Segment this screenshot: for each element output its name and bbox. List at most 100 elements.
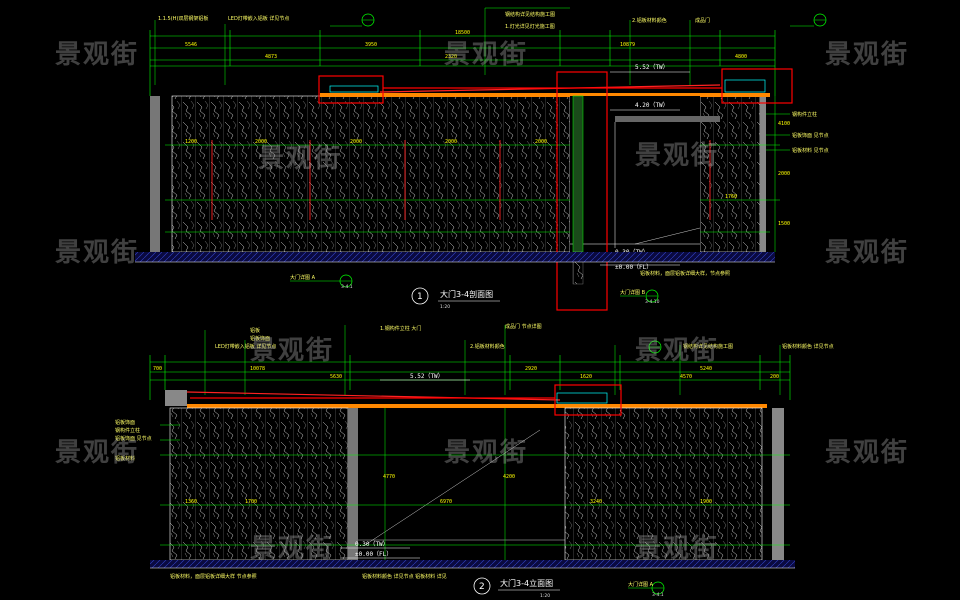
top-dimension-chain [149,30,776,96]
gate-column [572,95,584,253]
right-notes: 钢构件立柱 铝板饰面 见节点 铝板材料 见节点 [766,111,829,154]
note2-left-4: 铝板材料 [115,455,135,462]
level-1d: ±0.00（FL） [615,264,652,271]
dim-top-5: 18500 [455,30,470,36]
right-dimension-chain [770,96,780,252]
note2-top-7: 钢结构详见结构施工图 [683,343,733,350]
bottom-note-1: 铝板材料，面层铝板详细大样，节点参照 [640,270,730,277]
led-box-left [329,85,379,93]
ground-line-1 [135,252,775,262]
note2-top-3: LED灯带嵌入铝板 详见节点 [215,343,276,350]
dim2-top-5: 1620 [580,374,592,380]
callout2-br-text: 大门详图 A [628,581,654,588]
dim-right-2: 2000 [778,171,790,177]
vertical-markers [211,140,711,220]
panel2-dim-4: 3240 [590,499,602,505]
note-right-2: 铝板饰面 见节点 [792,132,829,139]
gate-opening [570,96,720,252]
highlight-boxes-2 [190,384,622,416]
pier-2-right [772,408,784,560]
left-notes-2: 铝板饰面 钢构件立柱 铝板饰面 见节点 铝板材料 [115,419,180,462]
note2-top-1: 铝板 [250,327,260,334]
dim2-top-7: 5240 [700,366,712,372]
callout-br-ref: 3-4.10 [645,299,660,305]
level-markers-2: 5.52（TW） 0.30（TW） ±0.00（FL） [340,373,470,559]
level-2c: ±0.00（FL） [355,551,392,558]
left-pier [150,96,160,252]
panel-dim-4: 2000 [445,139,457,145]
callout-bottom-right[interactable]: 大门详图 B 3-4.10 [620,289,660,305]
stone-wall-2-left [169,407,349,561]
pier-2-mid [348,408,358,560]
note-top-1: 1.1.5(H)双层钢架铝板 [158,15,208,22]
callout-bubble-2-top[interactable] [648,340,662,354]
dim-top-6: 10879 [620,42,635,48]
callout-bubble-top-right[interactable] [790,13,827,27]
callout-bl-text: 大门详图 A [290,274,316,281]
right-pier [760,96,766,252]
panel-dim-texts-2: 1360 1700 6970 3240 1900 4770 4200 [185,474,712,505]
note2-top-8: 铝板材料颜色 详见节点 [782,343,834,350]
level-2b: 0.30（TW） [355,541,389,548]
dim2-top-3: 5630 [330,374,342,380]
note-right-3: 铝板材料 见节点 [792,147,829,154]
panel2-dim-5: 1900 [700,499,712,505]
dim2-top-6: 4570 [680,374,692,380]
callout-br-text: 大门详图 B [620,289,646,296]
note-top-5: 成品门 [695,17,710,24]
panel-dim-5: 2000 [535,139,547,145]
level-1a: 5.52（TW） [635,64,669,71]
dim-top-4: 2320 [445,54,457,60]
elev2-scale: 1:20 [540,593,550,599]
callout-bottom-left[interactable]: 大门详图 A 3-4.1 [290,274,353,290]
elev2-number: 2 [479,582,485,592]
dim-top-1: 5546 [185,42,197,48]
note2-top-6: 成品门 节点详图 [505,323,542,330]
elev1-number: 1 [417,292,423,302]
note-top-3: 钢结构详见结构施工图 [505,11,555,18]
stone-wall-2-right [564,407,763,561]
canopy-beam-2 [187,404,767,408]
led-box-right [724,79,766,93]
callout2-br-ref: 3-4.1 [652,592,664,598]
dim-top-2: 4873 [265,54,277,60]
panel-dim-3: 2000 [350,139,362,145]
level-2a: 5.52（TW） [410,373,444,380]
beam-end-left [165,390,187,406]
note2-left-2: 钢构件立柱 [115,427,140,434]
title-block-1: 1 大门3-4剖面图 1:20 [411,287,500,310]
canopy-beam [320,93,770,97]
elev2-title: 大门3-4立面图 [500,578,553,588]
panel-dim-1: 1200 [185,139,197,145]
panel2-dim-1: 1360 [185,499,197,505]
dim2-top-2: 10078 [250,366,265,372]
panel2-dim-6: 4770 [383,474,395,480]
level-1b: 4.20（TW） [635,102,669,109]
dim-top-7: 4800 [735,54,747,60]
stone-wall-left [171,95,571,253]
bottom-note-2b: 铝板材料颜色 详见节点 铝板材料 详见 [362,573,447,580]
top-dimension-texts-2: 700 10078 5630 2920 1620 4570 5240 200 [153,366,779,380]
note2-top-5: 2.铝板材料颜色 [470,343,505,350]
note2-left-1: 铝板饰面 [115,419,135,426]
gate-opening-2 [358,429,565,546]
panel2-dim-2: 1700 [245,499,257,505]
callout-bl-ref: 3-4.1 [341,284,353,290]
ground-line-2 [150,560,795,568]
note-top-4: 2.铝板材料颜色 [632,17,667,24]
elev1-scale: 1:20 [440,304,450,310]
panel2-dim-3: 6970 [440,499,452,505]
top-notes: 1.1.5(H)双层钢架铝板 LED灯带嵌入铝板 详见节点 钢结构详见结构施工图… [154,7,710,85]
callout-2-bottom-right[interactable]: 大门详图 A 3-4.1 [628,581,665,598]
elevation-2: 700 10078 5630 2920 1620 4570 5240 200 铝… [115,323,834,599]
note-top-6: 1.灯光详见灯光施工图 [505,23,555,30]
note-right-1: 钢构件立柱 [792,111,817,118]
note-top-2: LED灯带嵌入铝板 详见节点 [228,15,289,22]
callout-bubble-top-left[interactable] [330,13,375,27]
elevation-1: 5546 4873 3950 2320 18500 10879 4800 1.1… [135,7,829,311]
dim2-top-8: 200 [770,374,779,380]
dim2-top-4: 2920 [525,366,537,372]
title-block-2: 2 大门3-4立面图 1:20 [473,577,560,599]
top-notes-2: 铝板 铝板饰面 LED灯带嵌入铝板 详见节点 1.钢构件立柱 大门 2.铝板材料… [204,323,834,395]
